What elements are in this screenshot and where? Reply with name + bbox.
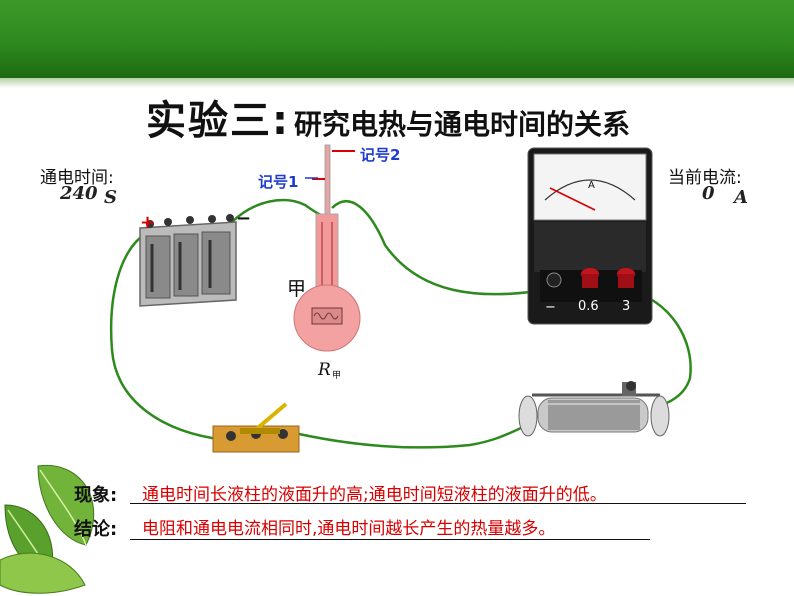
ammeter-range-3: 3 [622, 299, 631, 314]
ammeter-range-06: 0.6 [578, 299, 599, 314]
conclusion-label: 结论: [74, 519, 118, 540]
ammeter-minus: − [545, 300, 556, 315]
battery-plus: + [140, 212, 156, 233]
leaf-decoration [0, 464, 95, 594]
mark2-label: 记号2 [360, 146, 401, 164]
mark1-label: 记号1 [258, 173, 299, 191]
flask-label: 甲 [287, 278, 307, 300]
conclusion-underline [130, 539, 650, 540]
slide-title: 实验三:研究电热与通电时间的关系 [146, 88, 630, 146]
time-label: 通电时间: [40, 168, 114, 188]
phenomenon-underline [130, 503, 746, 504]
resistor-subscript: 甲 [332, 371, 342, 381]
header-banner [0, 0, 794, 78]
time-unit: S [104, 187, 117, 208]
wire [289, 422, 531, 449]
phenomenon-label: 现象: [74, 485, 118, 506]
conclusion-text: 电阻和通电电流相同时,通电时间越长产生的热量越多。 [142, 519, 556, 539]
ammeter-icon [527, 147, 653, 325]
time-value: 240 [60, 183, 98, 204]
rheostat-icon [518, 381, 670, 437]
wire [627, 288, 692, 407]
battery-minus: − [236, 208, 252, 229]
current-label: 当前电流: [668, 168, 742, 188]
resistor-label: R [318, 360, 331, 380]
header-shadow [0, 78, 794, 88]
ammeter-unit: A [588, 180, 595, 191]
mark-arrows [305, 177, 318, 179]
wire [331, 200, 546, 296]
current-value: 0 [702, 183, 715, 204]
title-subtitle: 研究电热与通电时间的关系 [294, 108, 631, 141]
phenomenon-text: 通电时间长液柱的液面升的高;通电时间短液柱的液面升的低。 [142, 485, 607, 505]
title-colon: : [272, 98, 290, 144]
battery-icon [139, 214, 237, 307]
title-main: 实验三 [146, 98, 272, 144]
flask-thermometer-icon [293, 144, 361, 352]
switch-icon [212, 402, 300, 453]
current-unit: A [734, 187, 748, 208]
wire [109, 230, 226, 442]
